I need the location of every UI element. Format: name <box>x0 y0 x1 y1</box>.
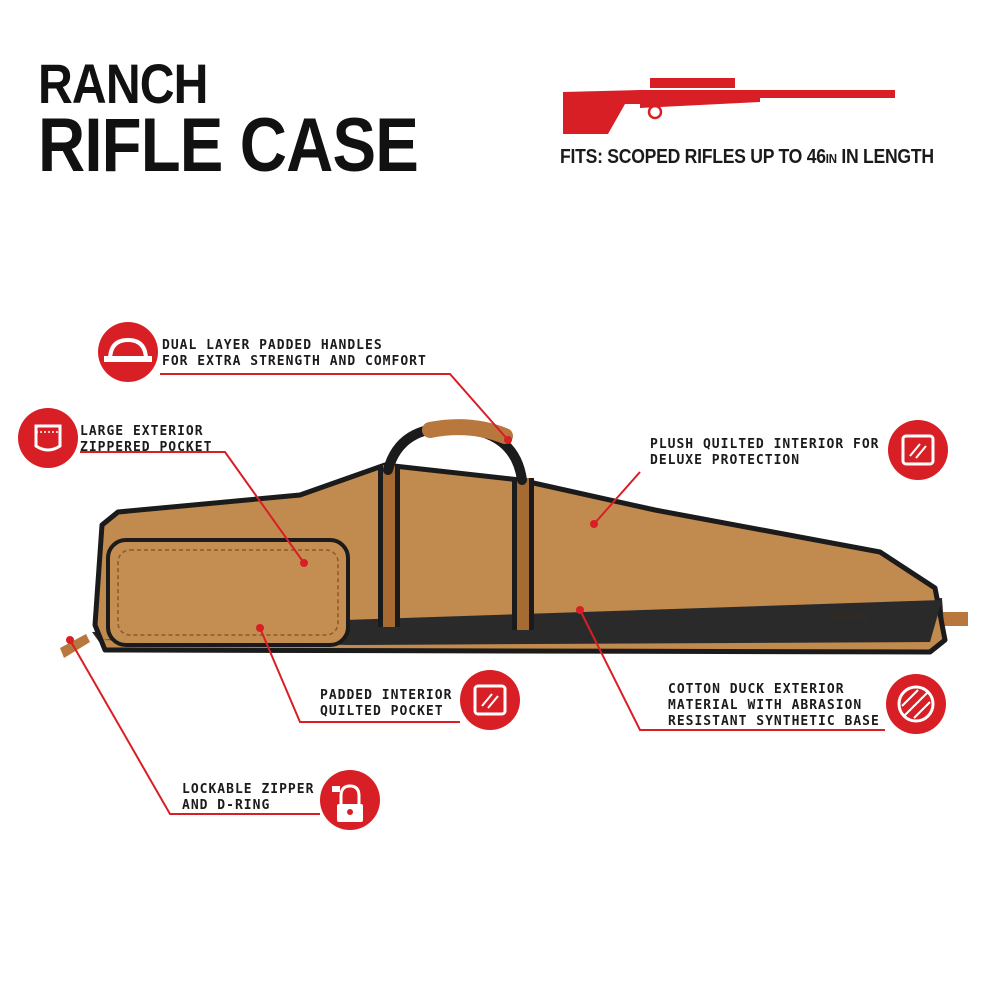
fits-prefix: FITS: SCOPED RIFLES UP TO 46 <box>560 146 826 168</box>
title-line-1: RANCH <box>38 52 208 115</box>
callout-interior: PLUSH QUILTED INTERIOR FOR DELUXE PROTEC… <box>650 437 880 469</box>
callout-line: ZIPPERED POCKET <box>80 440 213 455</box>
pocket-icon <box>18 408 78 468</box>
callout-handles: DUAL LAYER PADDED HANDLES FOR EXTRA STRE… <box>162 338 427 370</box>
callout-line: QUILTED POCKET <box>320 704 444 719</box>
padlock-icon <box>320 770 380 830</box>
leader-lines <box>69 373 885 815</box>
brand-label: ©ALLEN <box>830 612 867 622</box>
fits-text: FITS: SCOPED RIFLES UP TO 46IN IN LENGTH <box>560 146 934 169</box>
rifle-icon <box>563 78 895 134</box>
quilted-pad-icon <box>888 420 948 480</box>
leader-dots <box>66 436 598 644</box>
callout-line: RESISTANT SYNTHETIC BASE <box>668 714 880 729</box>
callout-line: LARGE EXTERIOR <box>80 424 204 439</box>
title-line-2: RIFLE CASE <box>38 103 419 188</box>
callout-line: PADDED INTERIOR <box>320 688 453 703</box>
rifle-case: ©ALLEN <box>60 419 968 658</box>
callout-line: MATERIAL WITH ABRASION <box>668 698 863 713</box>
callout-line: FOR EXTRA STRENGTH AND COMFORT <box>162 354 427 369</box>
handle-icon <box>98 322 158 382</box>
fits-suffix: IN LENGTH <box>836 146 934 168</box>
callout-exterior-pocket: LARGE EXTERIOR ZIPPERED POCKET <box>80 424 212 456</box>
callout-zipper: LOCKABLE ZIPPER AND D-RING <box>182 782 314 814</box>
quilted-pad-icon <box>460 670 520 730</box>
callout-line: COTTON DUCK EXTERIOR <box>668 682 845 697</box>
fabric-texture-icon <box>886 674 946 734</box>
callout-line: AND D-RING <box>182 798 271 813</box>
callout-exterior-material: COTTON DUCK EXTERIOR MATERIAL WITH ABRAS… <box>668 682 880 730</box>
callout-line: DELUXE PROTECTION <box>650 453 801 468</box>
callout-interior-pocket: PADDED INTERIOR QUILTED POCKET <box>320 688 452 720</box>
callout-line: PLUSH QUILTED INTERIOR FOR <box>650 437 880 452</box>
fits-unit: IN <box>825 151 837 166</box>
callout-line: DUAL LAYER PADDED HANDLES <box>162 338 383 353</box>
callout-line: LOCKABLE ZIPPER <box>182 782 315 797</box>
